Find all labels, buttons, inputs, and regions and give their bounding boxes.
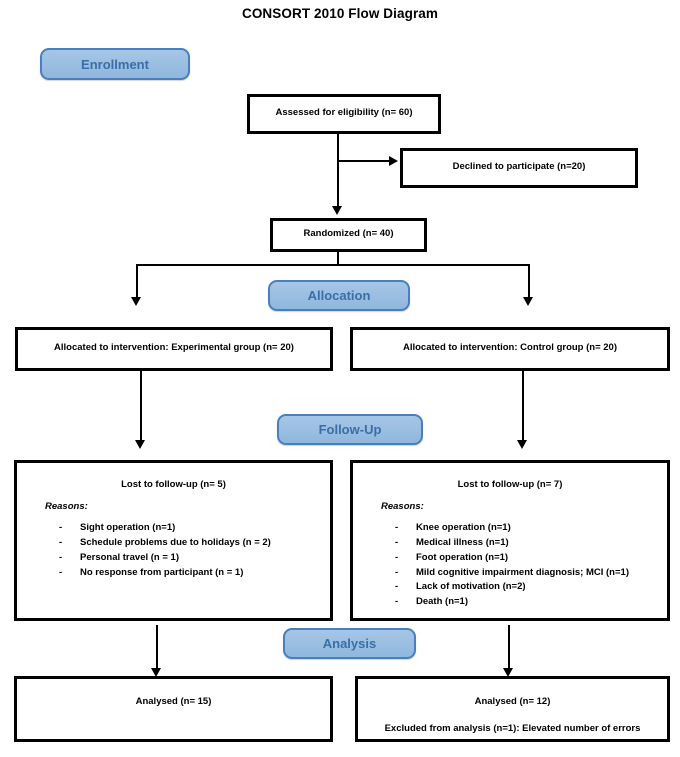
list-item: - Mild cognitive impairment diagnosis; MC…: [353, 566, 667, 581]
box-lost-to-followup-experimental: Lost to follow-up (n= 5) Reasons: - Sight…: [14, 460, 333, 621]
bullet-dash: -: [59, 522, 63, 534]
box-assessed-for-eligibility: Assessed for eligibility (n= 60): [247, 94, 441, 134]
reason-text: Schedule problems due to holidays (n = 2…: [80, 537, 271, 549]
bullet-dash: -: [59, 551, 63, 563]
stage-label-enrollment: Enrollment: [40, 48, 190, 80]
arrowhead-analysis-right: [503, 668, 513, 677]
bullet-dash: -: [395, 566, 399, 578]
list-item: - Personal travel (n = 1): [17, 551, 330, 566]
list-item: - No response from participant (n = 1): [17, 566, 330, 581]
arrowhead-allocation-left: [131, 297, 141, 306]
reasons-label-right: Reasons:: [381, 501, 424, 513]
box-allocated-experimental-text: Allocated to intervention: Experimental …: [54, 342, 294, 353]
connector-randomized-stem: [337, 252, 339, 265]
box-analysed-control: Analysed (n= 12) Excluded from analysis …: [355, 676, 670, 742]
reason-text: Death (n=1): [416, 595, 468, 607]
bullet-dash: -: [395, 551, 399, 563]
box-declined-to-participate: Declined to participate (n=20): [400, 148, 638, 188]
connector-analysis-right-vertical: [508, 625, 510, 673]
reason-text: Personal travel (n = 1): [80, 551, 179, 563]
arrowhead-followup-left: [135, 440, 145, 449]
connector-assessed-to-declined-horizontal: [337, 160, 390, 162]
reason-text: Sight operation (n=1): [80, 522, 176, 534]
reason-text: Mild cognitive impairment diagnosis; MCI…: [416, 566, 629, 578]
bullet-dash: -: [395, 522, 399, 534]
list-item: - Medical illness (n=1): [353, 536, 667, 551]
box-allocated-control-text: Allocated to intervention: Control group…: [402, 342, 617, 353]
reason-text: Knee operation (n=1): [416, 522, 511, 534]
bullet-dash: -: [395, 581, 399, 593]
connector-followup-right-vertical: [522, 371, 524, 445]
arrowhead-to-declined: [389, 156, 398, 166]
stage-label-analysis: Analysis: [283, 628, 416, 659]
reason-text: Foot operation (n=1): [416, 551, 509, 563]
arrowhead-followup-right: [517, 440, 527, 449]
reason-list-right: - Knee operation (n=1) - Medical illness (…: [353, 521, 667, 609]
box-allocated-experimental: Allocated to intervention: Experimental …: [15, 327, 333, 371]
box-declined-text: Declined to participate (n=20): [452, 161, 586, 172]
box-randomized-text: Randomized (n= 40): [303, 228, 394, 239]
bullet-dash: -: [395, 537, 399, 549]
list-item: - Knee operation (n=1): [353, 521, 667, 536]
arrowhead-allocation-right: [523, 297, 533, 306]
arrowhead-analysis-left: [151, 668, 161, 677]
list-item: - Foot operation (n=1): [353, 551, 667, 566]
reason-text: Lack of motivation (n=2): [416, 581, 526, 593]
connector-allocation-right-vertical: [528, 264, 530, 302]
bullet-dash: -: [59, 566, 63, 578]
box-randomized: Randomized (n= 40): [270, 218, 427, 252]
stage-label-followup: Follow-Up: [277, 414, 423, 445]
list-item: - Death (n=1): [353, 595, 667, 610]
reason-list-left: - Sight operation (n=1) - Schedule problem…: [17, 521, 330, 580]
reason-text: No response from participant (n = 1): [80, 566, 244, 578]
box-analysed-right-text: Analysed (n= 12): [474, 696, 551, 707]
page-title: CONSORT 2010 Flow Diagram: [241, 6, 439, 21]
box-analysed-left-text: Analysed (n= 15): [135, 696, 212, 707]
connector-assessed-elbow-vertical: [337, 134, 339, 161]
list-item: - Sight operation (n=1): [17, 521, 330, 536]
list-item: - Lack of motivation (n=2): [353, 580, 667, 595]
box-lost-right-title: Lost to follow-up (n= 7): [457, 479, 563, 490]
reasons-label-left: Reasons:: [45, 501, 88, 513]
connector-allocation-left-vertical: [136, 264, 138, 302]
connector-followup-left-vertical: [140, 371, 142, 445]
bullet-dash: -: [59, 537, 63, 549]
box-assessed-text: Assessed for eligibility (n= 60): [275, 107, 413, 118]
connector-to-randomized: [337, 160, 339, 208]
bullet-dash: -: [395, 595, 399, 607]
box-analysed-experimental: Analysed (n= 15): [14, 676, 333, 742]
arrowhead-to-randomized: [332, 206, 342, 215]
reason-text: Medical illness (n=1): [416, 537, 509, 549]
connector-analysis-left-vertical: [156, 625, 158, 673]
connector-allocation-split-horizontal: [136, 264, 529, 266]
box-excluded-right-text: Excluded from analysis (n=1): Elevated n…: [384, 723, 641, 735]
list-item: - Schedule problems due to holidays (n = …: [17, 536, 330, 551]
box-allocated-control: Allocated to intervention: Control group…: [350, 327, 670, 371]
box-lost-to-followup-control: Lost to follow-up (n= 7) Reasons: - Knee …: [350, 460, 670, 621]
box-lost-left-title: Lost to follow-up (n= 5): [121, 479, 226, 490]
stage-label-allocation: Allocation: [268, 280, 410, 311]
